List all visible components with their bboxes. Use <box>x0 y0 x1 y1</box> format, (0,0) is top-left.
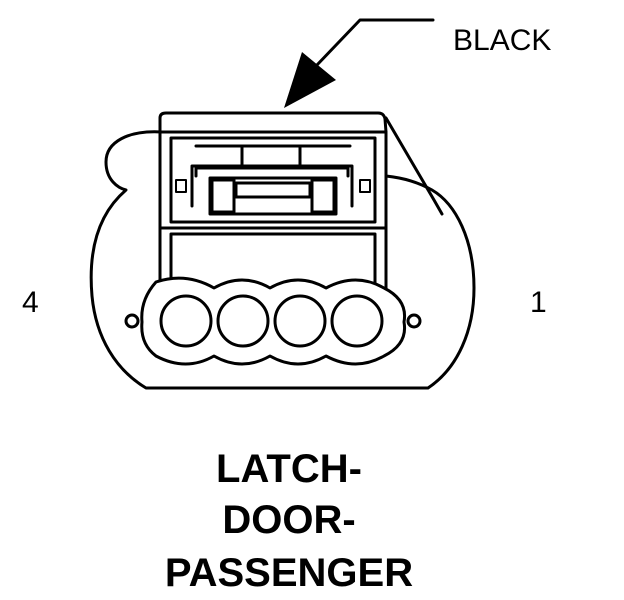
pin-number-left: 4 <box>22 286 39 319</box>
connector-title-line1: LATCH- <box>216 447 362 491</box>
housing-side-edge <box>384 116 444 216</box>
connector-body-outline <box>89 130 476 390</box>
latch-tab-right <box>310 178 336 214</box>
latch-nub-right <box>359 179 371 193</box>
latch-tab-left <box>210 178 236 214</box>
housing-top-cap <box>158 111 388 134</box>
mounting-hole-right <box>406 313 422 329</box>
terminal-cavity-2 <box>273 294 327 348</box>
housing-inner-frame <box>169 136 377 224</box>
latch-tongue <box>208 176 338 216</box>
pin-number-right: 1 <box>530 286 547 319</box>
terminal-strip <box>140 276 407 366</box>
callout-arrow-icon <box>284 52 336 108</box>
latch-nub-left <box>175 179 187 193</box>
terminal-cavity-3 <box>216 294 270 348</box>
latch-bracket <box>190 164 354 208</box>
connector-title-line3: PASSENGER <box>165 551 413 595</box>
wire-color-label: BLACK <box>453 24 551 57</box>
terminal-cavity-4 <box>159 294 213 348</box>
terminal-cavity-1 <box>330 294 384 348</box>
latch-strip <box>234 181 312 199</box>
latch-housing <box>158 111 444 292</box>
mounting-hole-left <box>124 313 140 329</box>
connector-title-line2: DOOR- <box>222 498 355 542</box>
latch-bar <box>194 166 350 178</box>
callout-leader-line <box>314 18 435 68</box>
